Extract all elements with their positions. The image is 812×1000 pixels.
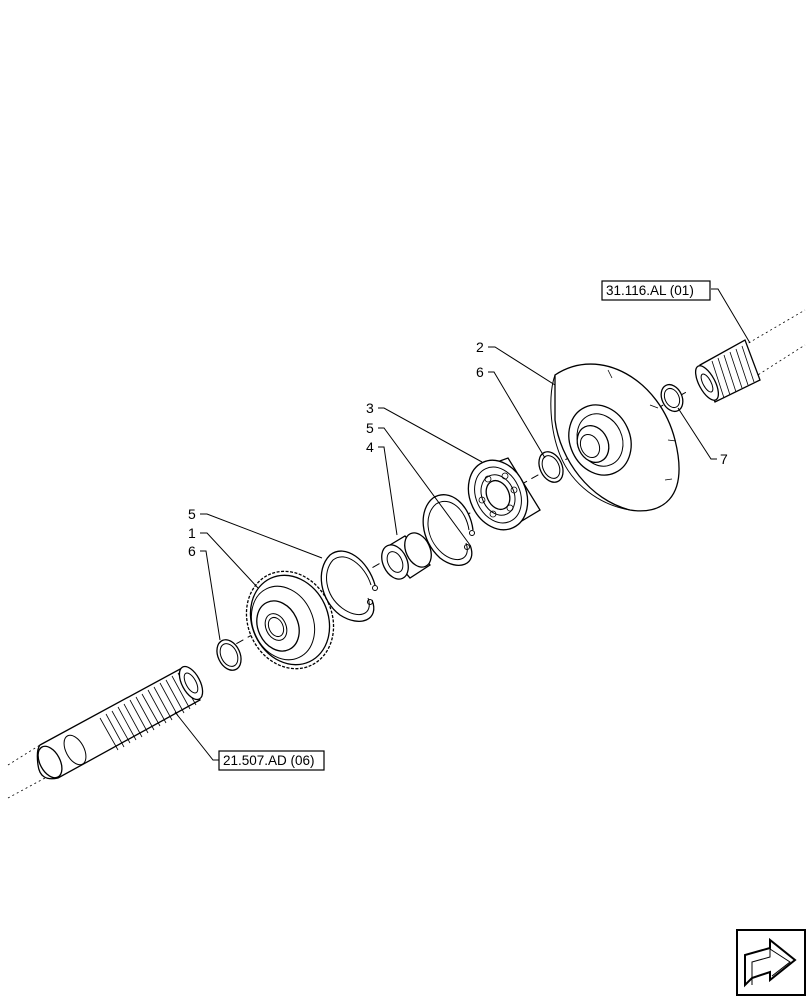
callout-2: 2 (476, 339, 484, 355)
callout-6-lower: 6 (188, 543, 196, 559)
bearing (467, 457, 541, 531)
ring-7 (660, 383, 684, 413)
reference-lower[interactable]: 21.507.AD (06) (223, 753, 315, 768)
reference-upper[interactable]: 31.116.AL (01) (606, 283, 694, 298)
flange (550, 363, 680, 512)
circlip-lower (320, 550, 378, 622)
snap-ring-lower (216, 639, 242, 671)
snap-ring-upper (538, 451, 564, 483)
callout-1: 1 (188, 525, 196, 541)
leader-lines (174, 288, 751, 761)
callout-5-lower: 5 (188, 506, 196, 522)
callout-4: 4 (366, 439, 374, 455)
callout-5-upper: 5 (366, 420, 374, 436)
callout-7: 7 (720, 451, 728, 467)
bushing (381, 532, 432, 580)
reference-box-upper (601, 280, 711, 301)
upper-shaft (694, 309, 806, 403)
callout-3: 3 (366, 400, 374, 416)
arrow-icon[interactable] (736, 929, 806, 996)
circlip-upper (422, 494, 475, 566)
callout-6-upper: 6 (476, 364, 484, 380)
reference-box-lower (218, 750, 325, 771)
lower-shaft (7, 665, 204, 799)
